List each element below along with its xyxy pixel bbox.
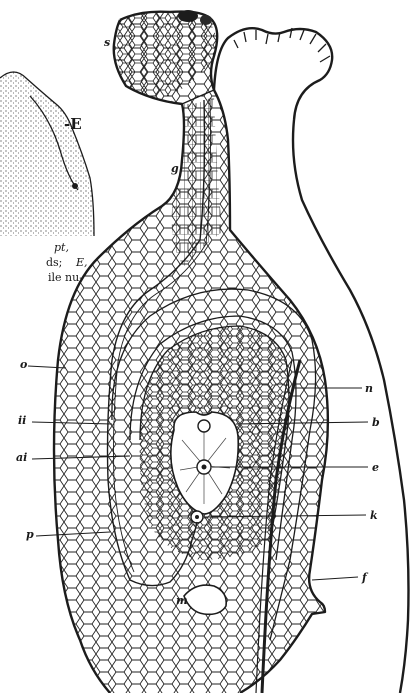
- label-e: e: [372, 461, 379, 474]
- label-f: f: [361, 571, 369, 584]
- pollen-grain: [178, 10, 198, 22]
- label-ai: ai: [16, 451, 27, 464]
- inset-caption-line2-prefix: ds;: [46, 256, 62, 269]
- label-o: o: [20, 358, 27, 371]
- label-m: m: [176, 594, 188, 607]
- inset-cell: [72, 183, 78, 189]
- inset-caption-symbol: pt,: [54, 241, 69, 254]
- inset-label-E: -E: [64, 115, 82, 133]
- label-s: s: [104, 36, 110, 49]
- inset-figure: -E pt, ds; E, ile nu-: [0, 72, 94, 284]
- pollen-grain-2: [200, 15, 212, 25]
- inset-caption-line3: ile nu-: [48, 271, 83, 284]
- label-n: n: [365, 382, 373, 395]
- inset-caption-line2-symbol: E,: [75, 256, 88, 269]
- label-p: p: [26, 528, 34, 541]
- synergid-top: [198, 420, 210, 432]
- label-g: g: [171, 162, 179, 175]
- label-k: k: [370, 509, 378, 522]
- label-ii: ii: [18, 414, 26, 427]
- label-b: b: [372, 416, 380, 429]
